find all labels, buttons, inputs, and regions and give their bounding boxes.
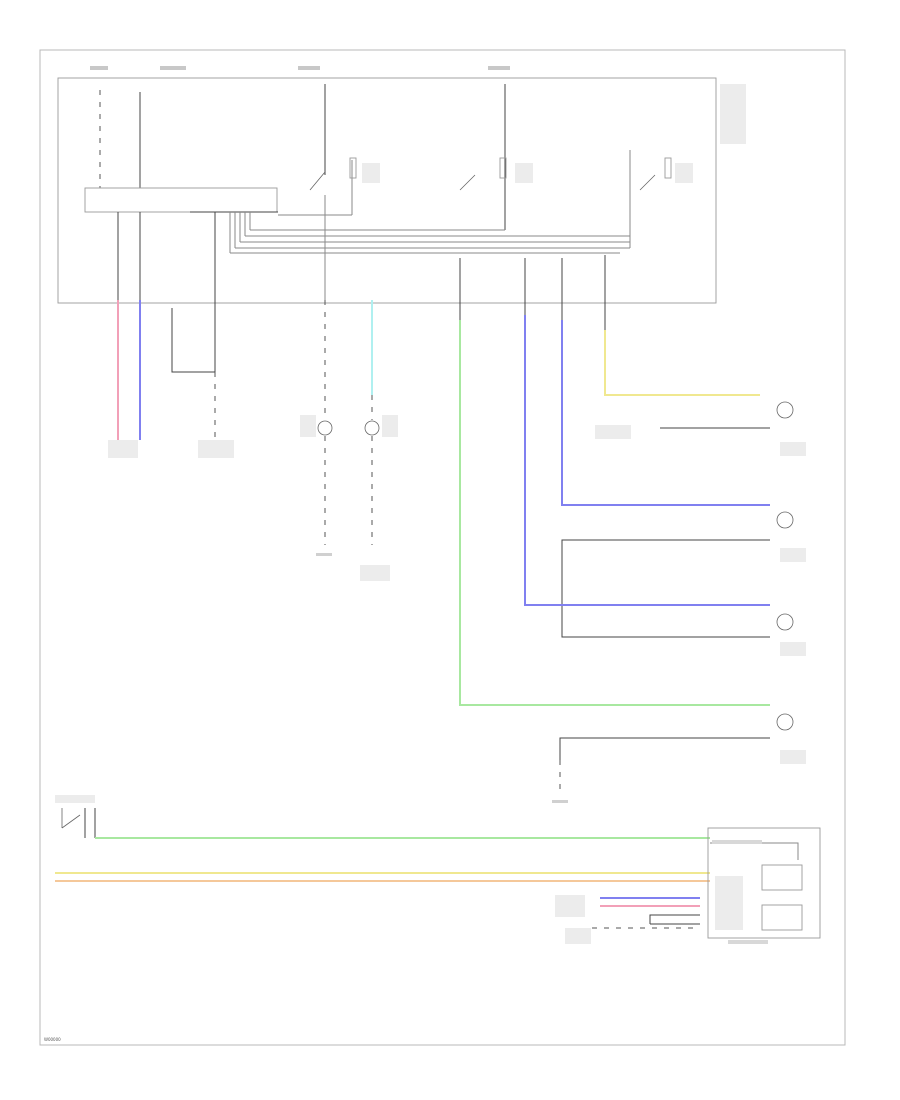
w-yellow-wire — [604, 330, 760, 396]
fuse-columns — [99, 84, 506, 230]
module-box — [57, 77, 717, 304]
bulb-circuits — [317, 300, 380, 545]
combination-meter-box — [707, 827, 821, 939]
speaker-symbol-4 — [776, 713, 794, 731]
bulb-symbol-right — [364, 420, 380, 436]
labels-top — [55, 66, 806, 944]
page-frame — [39, 49, 846, 1046]
ground-symbol — [316, 553, 568, 803]
w-green-wire — [459, 320, 770, 706]
speaker-wires — [459, 255, 794, 795]
w-blue3-wire — [524, 315, 770, 606]
switch-symbol-bottom — [61, 814, 81, 829]
speaker-symbol-1 — [776, 401, 794, 419]
speaker-symbol-2 — [776, 511, 794, 529]
bulb-symbol-left — [317, 420, 333, 436]
switch-symbol-2 — [459, 174, 476, 191]
switch-symbol-3 — [639, 174, 656, 191]
bottom-section — [55, 808, 821, 939]
switch-symbol-1 — [309, 171, 326, 191]
speaker-symbol-3 — [776, 613, 794, 631]
footer-code: W00000 — [44, 1037, 61, 1042]
module-bus — [84, 150, 631, 254]
relay-switches — [309, 157, 672, 300]
upper-left-wires — [117, 212, 216, 440]
w-blue2-wire — [561, 320, 770, 506]
